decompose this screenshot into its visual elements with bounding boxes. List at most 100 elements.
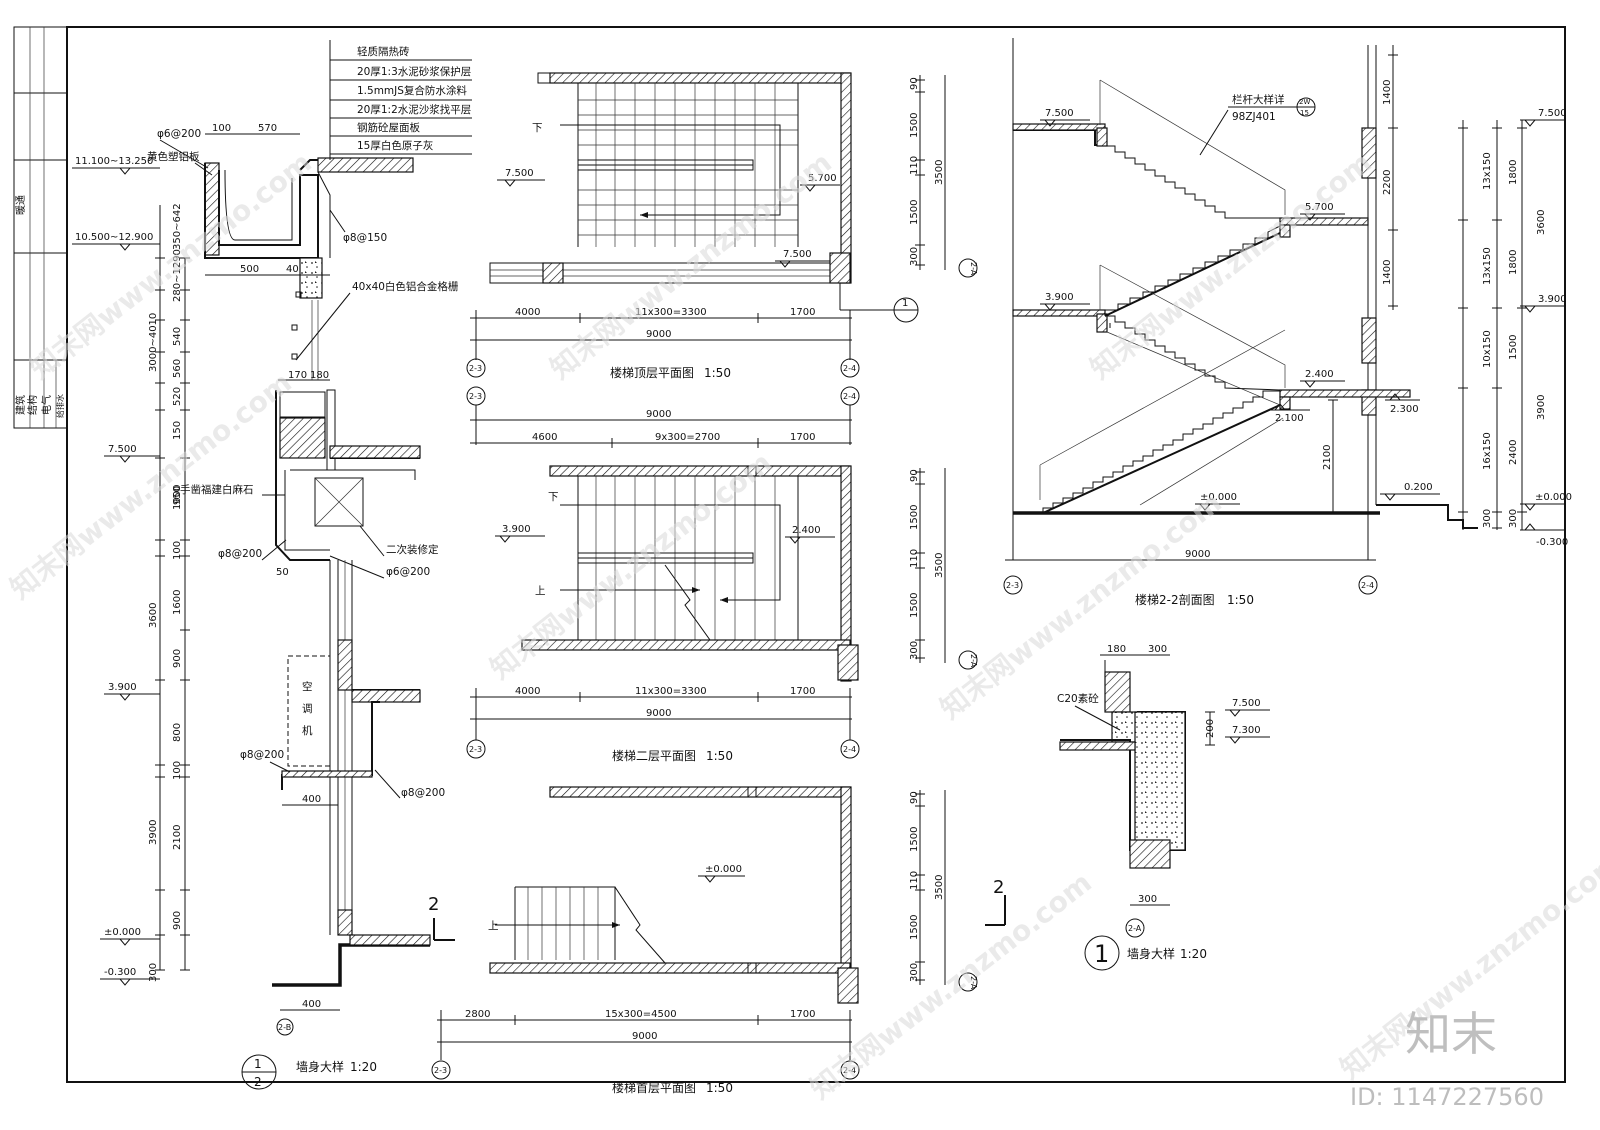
top-rdim-1500b: 1500	[909, 200, 920, 225]
top-grid-2-a: 2-A	[969, 262, 978, 276]
svg-text:7.500: 7.500	[108, 444, 137, 455]
dim-100-top: 100	[212, 123, 231, 134]
ground-grid-2-4: 2-4	[843, 1066, 856, 1075]
top-dim-9000: 9000	[646, 329, 671, 340]
ground-dim-1700: 1700	[790, 1009, 815, 1020]
dim-50: 50	[276, 567, 289, 578]
rdetail-dim-300a: 300	[1148, 644, 1167, 655]
top-level-7500-a: 7.500	[505, 168, 534, 179]
ground-grid-2-a: 2-A	[969, 976, 978, 990]
plan-ground-floor: 上 ±0.000 2 2 2800 15x300=4500 1700 9000 …	[428, 786, 1006, 1095]
dim-400-b: 400	[302, 999, 321, 1010]
block-label-architecture: 建筑	[14, 395, 27, 415]
section-rail-ref: 98ZJ401	[1232, 111, 1276, 123]
level-mark-11100: 11.100~13.250	[72, 156, 160, 175]
watermark-id: ID: 1147227560	[1350, 1083, 1544, 1111]
rdetail-level-7500: 7.500	[1232, 698, 1261, 709]
rdetail-mark: 1	[1094, 940, 1109, 968]
watermark-layer: 知末网www.znzmo.com 知末网www.znzmo.com 知末网www…	[4, 146, 1600, 1106]
second-rdim-90: 90	[909, 469, 920, 482]
sec-dim-3600: 3600	[1536, 210, 1547, 235]
dim-1000-b: 1000	[172, 485, 183, 510]
sec-level-0200: 0.200	[1404, 482, 1433, 493]
label-ac-2: 调	[302, 703, 313, 715]
second-grid-2-3: 2-3	[469, 745, 482, 754]
second-dim-1700: 1700	[790, 686, 815, 697]
ground-plan-scale: 1:50	[706, 1081, 733, 1095]
dim-3900: 3900	[148, 820, 159, 845]
rdetail-dim-300b: 300	[1138, 894, 1157, 905]
sec-dim-2200: 2200	[1382, 170, 1393, 195]
rdetail-scale: 1:20	[1180, 947, 1207, 961]
rdetail-dim-180: 180	[1107, 644, 1126, 655]
level-mark-neg300: -0.300	[100, 967, 160, 986]
dim-900-b: 900	[172, 911, 183, 930]
note-yellow-panel: 黄色塑铝板	[147, 150, 200, 163]
second-topdim-4600: 4600	[532, 432, 557, 443]
second-grid-2-3-top: 2-3	[469, 392, 482, 401]
dim-280-1290: 280~1290	[172, 249, 183, 302]
sec-level-0000: ±0.000	[1200, 492, 1237, 503]
dim-3000-4010: 3000~4010	[148, 313, 159, 372]
svg-text:知末网www.znzmo.com: 知末网www.znzmo.com	[544, 146, 838, 386]
ground-rdim-90: 90	[909, 791, 920, 804]
note-secondary-finish: 二次装修定	[386, 543, 439, 556]
block-label-electrical: 电气	[40, 395, 53, 415]
ground-level-0000: ±0.000	[705, 864, 742, 875]
second-dim-4000: 4000	[515, 686, 540, 697]
sec-level-2100: 2.100	[1275, 413, 1304, 424]
svg-text:钢筋砼屋面板: 钢筋砼屋面板	[357, 121, 420, 134]
second-grid-2-4: 2-4	[843, 745, 856, 754]
sec-dim-3900: 3900	[1536, 395, 1547, 420]
note-phi6-200-a: φ6@200	[157, 128, 201, 140]
second-up-label: 上	[535, 585, 546, 597]
dim-180: 180	[310, 370, 329, 381]
sec-level-7500: 7.500	[1045, 108, 1074, 119]
top-plan-scale: 1:50	[704, 366, 731, 380]
ground-dim-4500: 15x300=4500	[605, 1009, 677, 1020]
ground-section-mark-right: 2	[993, 877, 1004, 898]
rdetail-dim-200: 200	[1205, 719, 1216, 738]
second-plan-scale: 1:50	[706, 749, 733, 763]
sec-grid-2-4: 2-4	[1361, 581, 1374, 590]
dim-900-a: 900	[172, 649, 183, 668]
level-mark-7500: 7.500	[104, 444, 160, 463]
svg-text:11.100~13.250: 11.100~13.250	[75, 156, 153, 167]
block-label-hvac: 暖通	[14, 195, 27, 215]
label-ac-1: 空	[302, 680, 313, 693]
second-rdim-300: 300	[909, 641, 920, 660]
title-wall-detail-left: 墙身大样	[296, 1059, 344, 1074]
sec-level-3900-right: 3.900	[1538, 294, 1567, 305]
note-phi8-200-a: φ8@200	[218, 548, 262, 560]
detail-mark-top: 1	[254, 1057, 262, 1071]
svg-text:-0.300: -0.300	[104, 967, 136, 978]
grid-2b: 2-B	[278, 1023, 291, 1032]
top-grid-2-3: 2-3	[469, 364, 482, 373]
flight-1	[1042, 390, 1280, 513]
ground-up-label: 上	[488, 920, 499, 932]
level-mark-0000: ±0.000	[100, 927, 160, 946]
top-rdim-300: 300	[909, 247, 920, 266]
second-dim-3300: 11x300=3300	[635, 686, 707, 697]
rdetail-note-c20: C20素砼	[1057, 692, 1099, 705]
roof-layer-stack: 轻质隔热砖 20厚1:3水泥砂浆保护层 1.5mmJS复合防水涂料 20厚1:2…	[329, 40, 472, 160]
sec-level-7500-right: 7.500	[1538, 108, 1567, 119]
sec-dim-1500: 1500	[1508, 335, 1519, 360]
top-dim-4000: 4000	[515, 307, 540, 318]
second-rdim-1500a: 1500	[909, 505, 920, 530]
rdetail-grid-2-a: 2-A	[1128, 924, 1142, 933]
dim-2100: 2100	[172, 825, 183, 850]
ground-section-mark-left: 2	[428, 894, 439, 915]
dim-520: 520	[172, 387, 183, 406]
plan-top-floor: 下 7.500 5.700 7.500 1 4000 11x300=3300 1…	[466, 72, 978, 380]
sec-dim-16x150: 16x150	[1482, 432, 1493, 470]
ground-dim-9000: 9000	[632, 1031, 657, 1042]
detail-mark-bottom: 2	[254, 1075, 262, 1089]
top-dim-1700: 1700	[790, 307, 815, 318]
dim-100-a: 100	[172, 541, 183, 560]
ground-dim-2800: 2800	[465, 1009, 490, 1020]
svg-text:±0.000: ±0.000	[104, 927, 141, 938]
dim-150: 150	[172, 421, 183, 440]
sec-dim-1400a: 1400	[1382, 80, 1393, 105]
sec-dim-10x150: 10x150	[1482, 330, 1493, 368]
